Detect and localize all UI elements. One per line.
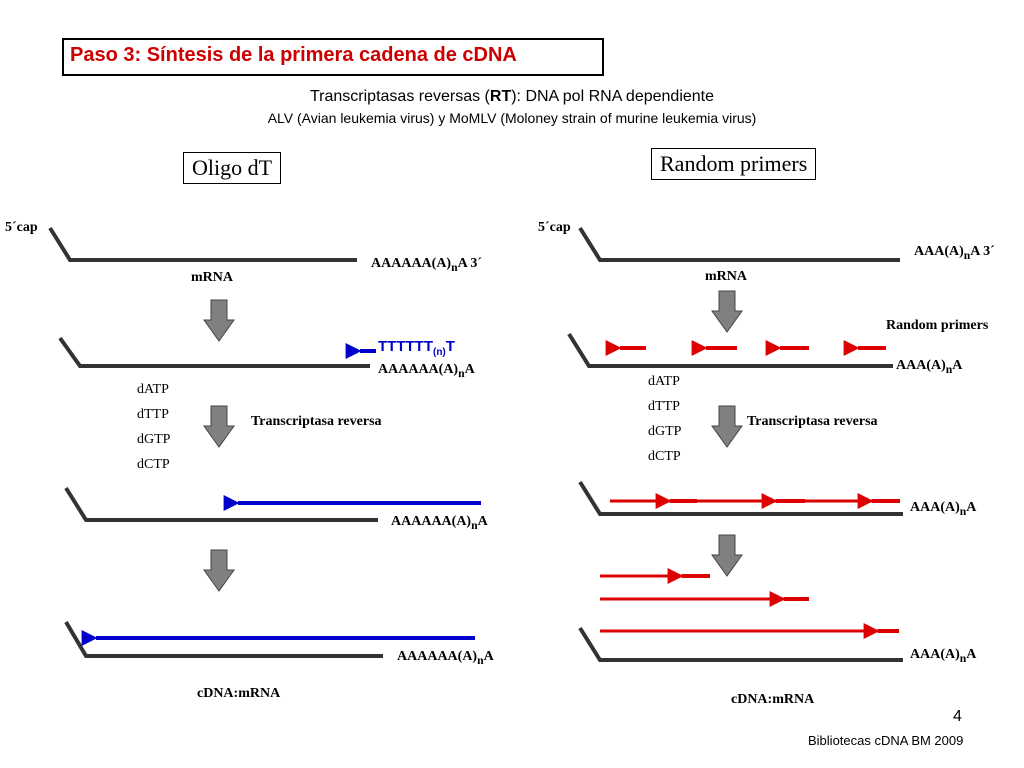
left-cap-label: 5´cap bbox=[5, 220, 38, 235]
mrna-strand-right-1 bbox=[578, 226, 900, 262]
process-arrow-left-3 bbox=[203, 549, 235, 592]
left-polya-tail-2: AAAAAA(A)nA bbox=[378, 362, 475, 380]
left-dntp-dgtp: dGTP bbox=[137, 432, 171, 447]
title-box bbox=[62, 38, 604, 76]
mrna-strand-right-3 bbox=[578, 480, 903, 516]
right-polya-tail-2: AAA(A)nA bbox=[896, 358, 963, 376]
right-enzyme-label: Transcriptasa reversa bbox=[747, 414, 878, 429]
right-dntp-dttp: dTTP bbox=[648, 399, 680, 414]
mrna-strand-right-4 bbox=[578, 626, 903, 662]
mrna-strand-right-2 bbox=[567, 332, 893, 368]
left-dntp-datp: dATP bbox=[137, 382, 169, 397]
slide-title: Paso 3: Síntesis de la primera cadena de… bbox=[70, 44, 517, 66]
right-dntp-datp: dATP bbox=[648, 374, 680, 389]
subtitle-line2: ALV (Avian leukemia virus) y MoMLV (Molo… bbox=[267, 110, 757, 126]
left-mrna-label: mRNA bbox=[191, 270, 233, 285]
footer-caption: Bibliotecas cDNA BM 2009 bbox=[808, 733, 964, 748]
mrna-strand-left-2 bbox=[58, 336, 370, 368]
process-arrow-right-1 bbox=[711, 290, 743, 333]
oligo-dt-heading: Oligo dT bbox=[183, 152, 282, 184]
right-cap-label: 5´cap bbox=[538, 220, 571, 235]
page-number: 4 bbox=[953, 708, 962, 725]
subtitle-line1: Transcriptasas reversas (RT): DNA pol RN… bbox=[309, 88, 715, 105]
left-polya-tail-4: AAAAAA(A)nA bbox=[397, 649, 494, 667]
oligo-dt-label: TTTTTT(n)T bbox=[378, 338, 455, 358]
right-polya-tail-1: AAA(A)nA 3´ bbox=[914, 244, 995, 262]
process-arrow-left-2 bbox=[203, 405, 235, 448]
left-polya-tail-1: AAAAAA(A)nA 3´ bbox=[371, 256, 483, 274]
mrna-strand-left-1 bbox=[48, 226, 357, 262]
left-enzyme-label: Transcriptasa reversa bbox=[251, 414, 382, 429]
left-dntp-dttp: dTTP bbox=[137, 407, 169, 422]
right-polya-tail-3: AAA(A)nA bbox=[910, 500, 977, 518]
random-primers-heading: Random primers bbox=[651, 148, 817, 180]
right-polya-tail-4: AAA(A)nA bbox=[910, 647, 977, 665]
right-result-label: cDNA:mRNA bbox=[731, 692, 815, 707]
right-mrna-label: mRNA bbox=[705, 269, 747, 284]
random-primers-label: Random primers bbox=[886, 318, 989, 333]
process-arrow-left-1 bbox=[203, 299, 235, 342]
left-result-label: cDNA:mRNA bbox=[197, 686, 281, 701]
process-arrow-right-2 bbox=[711, 405, 743, 448]
left-polya-tail-3: AAAAAA(A)nA bbox=[391, 514, 488, 532]
mrna-strand-left-3 bbox=[64, 486, 378, 522]
left-dntp-dctp: dCTP bbox=[137, 457, 170, 472]
right-dntp-dctp: dCTP bbox=[648, 449, 681, 464]
mrna-strand-left-4 bbox=[64, 620, 383, 658]
process-arrow-right-3 bbox=[711, 534, 743, 577]
right-dntp-dgtp: dGTP bbox=[648, 424, 682, 439]
